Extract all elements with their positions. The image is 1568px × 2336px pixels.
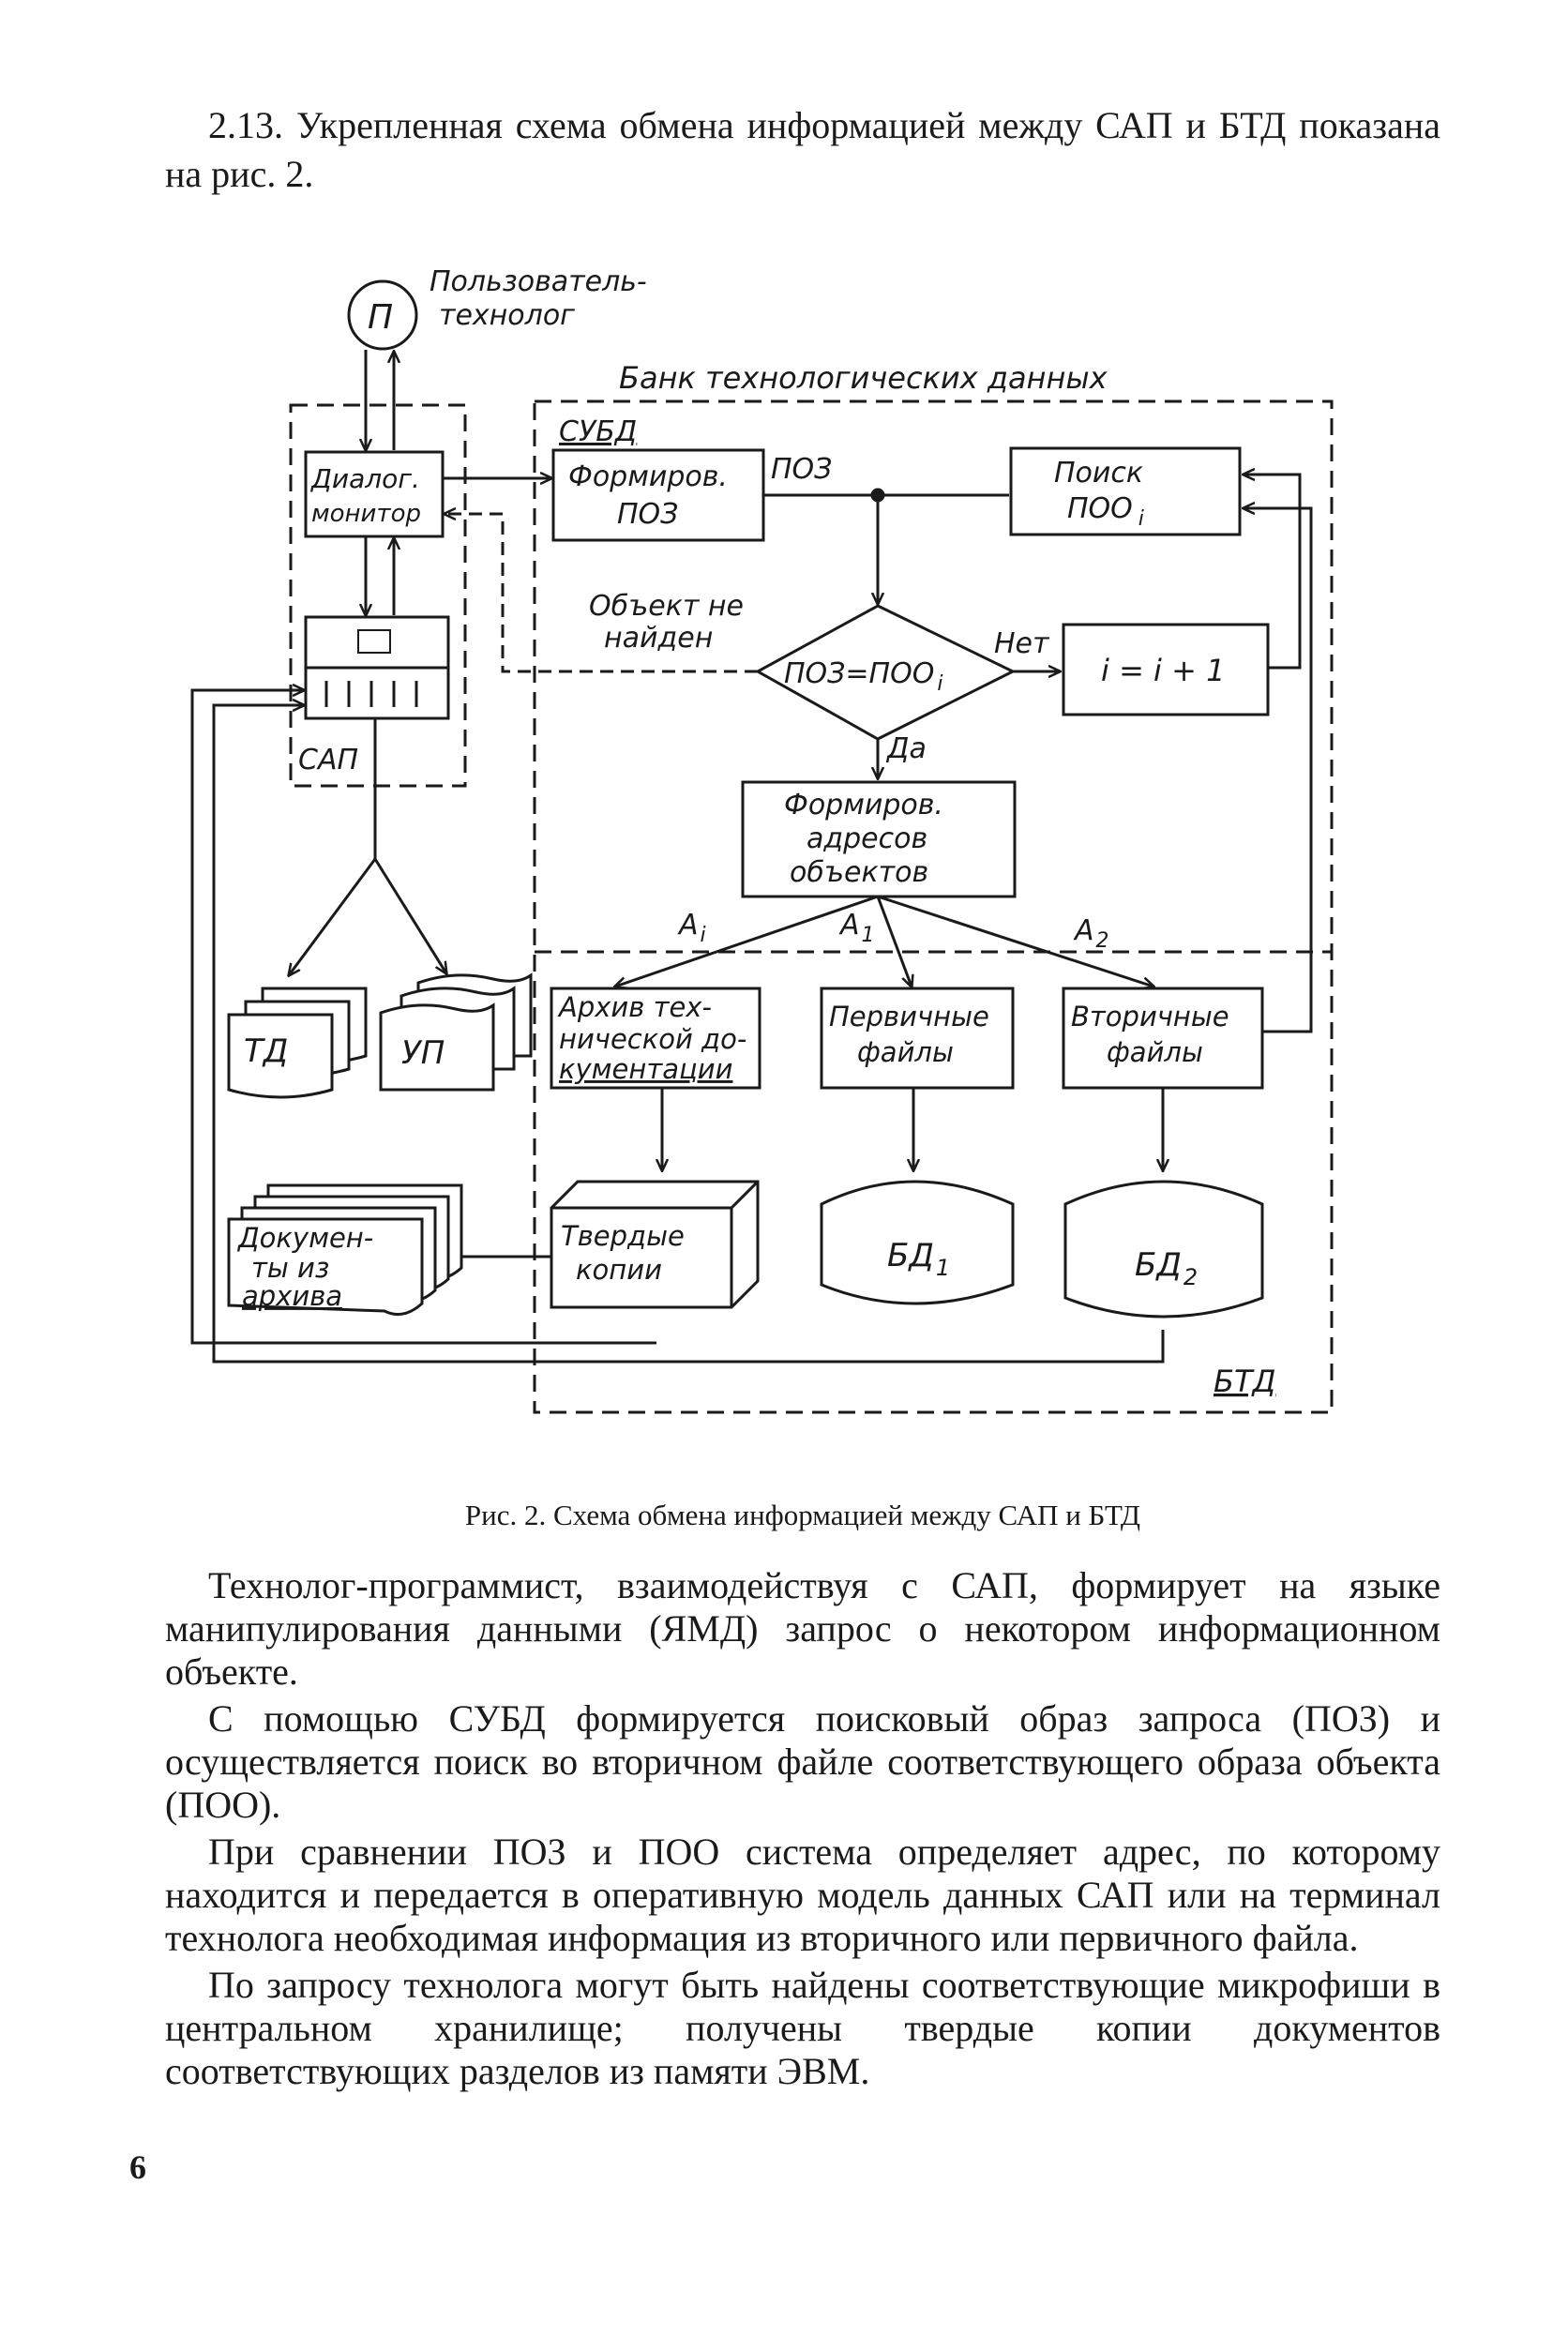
- db2-label: БД2: [1135, 1246, 1198, 1290]
- paragraph: Технолог-программист, взаимодействуя с С…: [165, 1564, 1440, 1693]
- user-label-2: технолог: [439, 299, 575, 332]
- increment-box: [1062, 623, 1270, 716]
- db1-label: БД1: [887, 1237, 950, 1281]
- primary-label-2: файлы: [857, 1036, 954, 1068]
- archive-label-1: Архив тех-: [557, 991, 712, 1023]
- td-document: [227, 1013, 334, 1099]
- btd-frame: [533, 399, 1334, 1414]
- up-document: [379, 1002, 495, 1092]
- hard-copies-box: [550, 1180, 760, 1309]
- yes-label: Да: [885, 732, 927, 765]
- increment-label: i = i + 1: [1101, 653, 1225, 688]
- primary-files-box: [820, 987, 1015, 1090]
- a-1-label: A1: [838, 909, 875, 947]
- user-circle: [347, 279, 418, 351]
- dialog-label-1: Диалог.: [309, 463, 420, 494]
- td-label: ТД: [244, 1032, 288, 1070]
- secondary-label-2: файлы: [1107, 1036, 1203, 1068]
- subd-label: СУБД: [559, 415, 637, 448]
- a-2-label: A2: [1073, 914, 1109, 953]
- user-circle-label: П: [368, 298, 393, 337]
- intro-text: 2.13. Укрепленная схема обмена информаци…: [165, 104, 1440, 195]
- hard-copies-label-1: Твердые: [561, 1220, 685, 1252]
- archive-box: [550, 987, 761, 1090]
- figure-caption: Рис. 2. Схема обмена информацией между С…: [464, 1499, 1141, 1531]
- search-poo-box: [1009, 446, 1242, 536]
- sap-frame: [289, 403, 467, 788]
- docs-label-1: Докумен-: [236, 1222, 373, 1254]
- page-number: 6: [129, 2148, 146, 2186]
- not-found-label-2: найден: [604, 622, 713, 655]
- a-i-label: Ai: [677, 909, 706, 947]
- dialog-label-2: монитор: [311, 500, 421, 528]
- hard-copies-label-2: копии: [576, 1254, 662, 1286]
- form-addr-label-3: объектов: [790, 856, 928, 889]
- docs-label-2: ты из: [251, 1252, 329, 1284]
- form-addr-label-2: адресов: [807, 822, 927, 855]
- form-addr-label-1: Формиров.: [784, 789, 943, 821]
- form-poz-label-1: Формиров.: [568, 460, 728, 493]
- db2-cylinder: [1063, 1180, 1264, 1319]
- dialog-monitor-box: [304, 450, 445, 538]
- paragraph: С помощью СУБД формируется поисковый обр…: [165, 1697, 1440, 1826]
- search-label-1: Поиск: [1054, 457, 1143, 490]
- no-label: Нет: [994, 627, 1050, 660]
- information-exchange-diagram: П Пользователь- технолог Банк технологич…: [190, 265, 1334, 1414]
- db1-cylinder: [820, 1180, 1015, 1305]
- docs-label-3: архива: [242, 1280, 342, 1312]
- paragraph: При сравнении ПОЗ и ПОО система определя…: [165, 1831, 1440, 1959]
- archive-label-2: нической до-: [559, 1023, 746, 1055]
- archive-documents: [227, 1217, 424, 1317]
- bank-title: Банк технологических данных: [619, 360, 1108, 396]
- secondary-label-1: Вторичные: [1071, 1001, 1229, 1032]
- not-found-label-1: Объект не: [589, 590, 744, 623]
- body-text: Технолог-программист, взаимодействуя с С…: [165, 1564, 1440, 2097]
- btd-label: БТД: [1214, 1364, 1276, 1399]
- form-poz-label-2: ПОЗ: [617, 498, 678, 531]
- primary-label-1: Первичные: [829, 1001, 989, 1032]
- user-label-1: Пользователь-: [430, 265, 647, 298]
- up-label: УП: [401, 1034, 445, 1072]
- intro-paragraph: 2.13. Укрепленная схема обмена информаци…: [165, 101, 1440, 199]
- archive-label-3: кументации: [559, 1053, 732, 1085]
- poz-label: ПОЗ: [771, 453, 832, 486]
- sap-label: САП: [298, 744, 358, 776]
- paragraph: По запросу технолога могут быть найдены …: [165, 1964, 1440, 2092]
